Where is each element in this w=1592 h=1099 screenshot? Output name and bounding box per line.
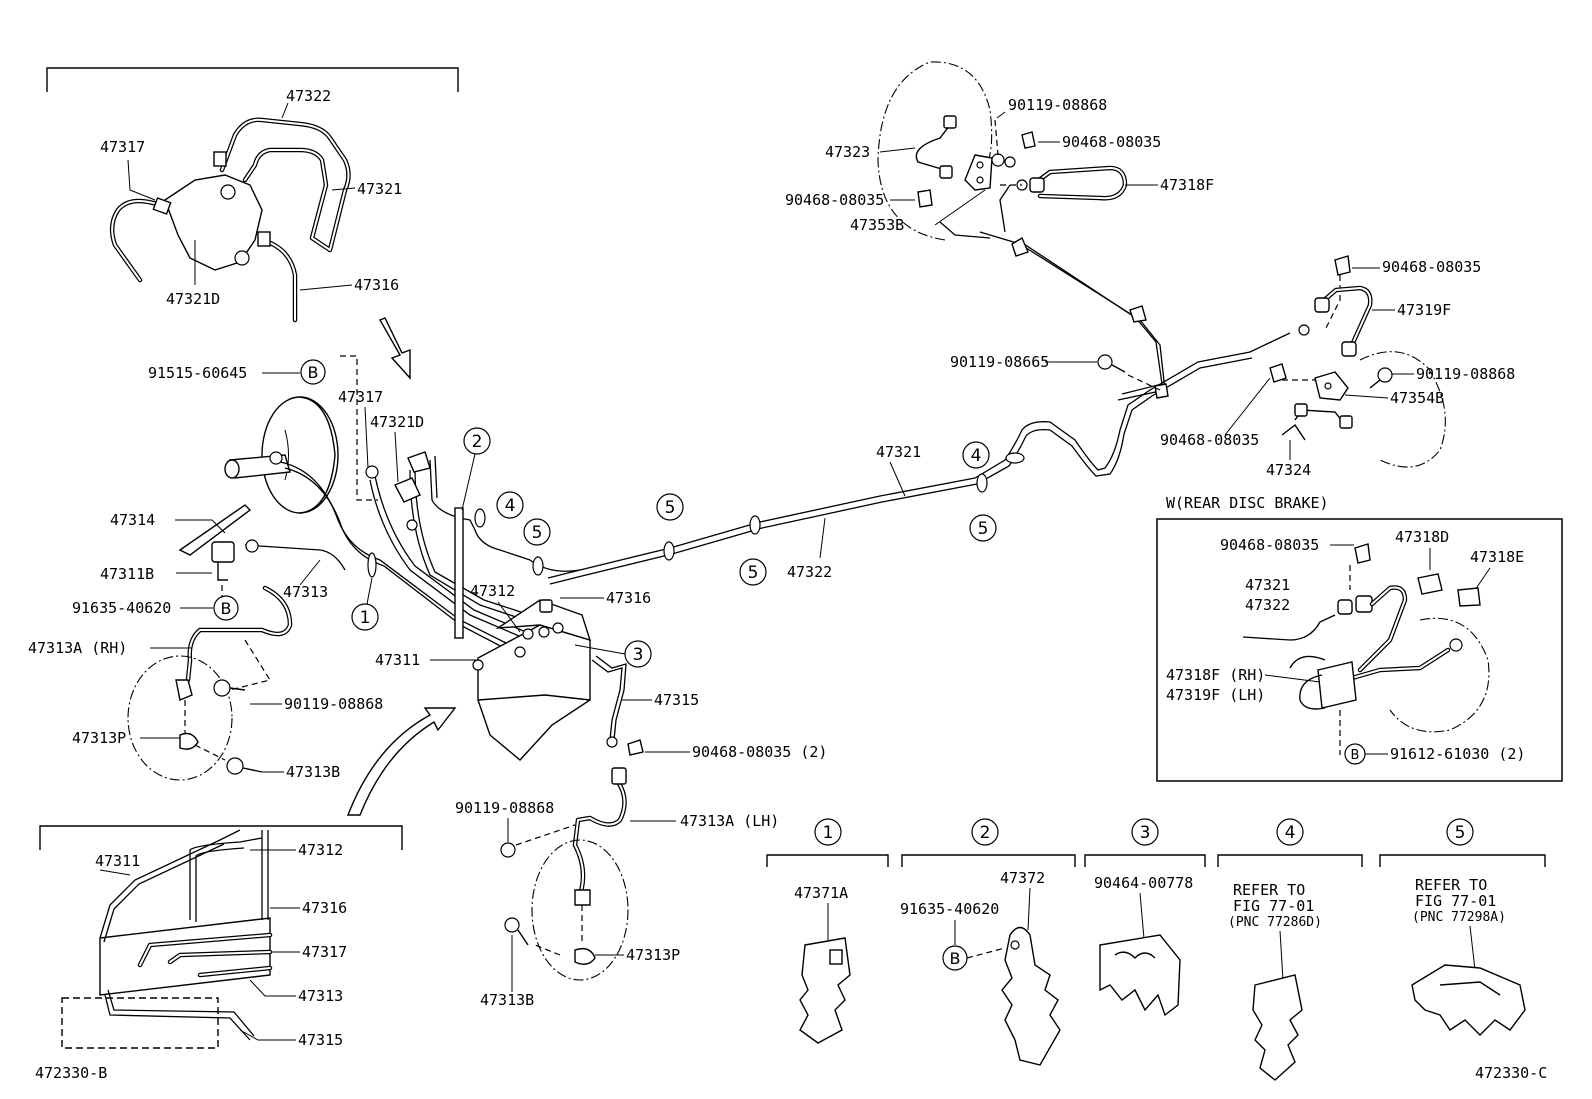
label-47321-top: 47321	[357, 180, 402, 198]
marker-b-1: B	[308, 363, 319, 382]
legend-marker-3: 3	[1140, 823, 1151, 843]
rear-disc-title: W(REAR DISC BRAKE)	[1166, 494, 1329, 512]
label-47317-mid: 47317	[338, 388, 383, 406]
label-47353B: 47353B	[850, 216, 904, 234]
marker-3-front: 3	[633, 645, 644, 665]
label-47321-main: 47321	[876, 443, 921, 461]
lines-inset: 47311 47312 47316 47317 47313 47315	[39, 825, 403, 1049]
label-90119-r2: 90119-08868	[1416, 365, 1515, 383]
label-47319F: 47319F	[1397, 301, 1451, 319]
lh-front-hose: 47313A (LH) 90119-08868 47313P 47313B	[455, 767, 779, 1009]
valve-assembly-inset: 47322 47317 47321 47321D 47316	[46, 67, 459, 323]
label-90468-r2: 90468-08035	[1160, 431, 1259, 449]
label-47311B: 47311B	[100, 565, 154, 583]
label-47317-inset: 47317	[302, 943, 347, 961]
marker-b-2: B	[221, 599, 232, 618]
label-47312-inset: 47312	[298, 841, 343, 859]
label-47323: 47323	[825, 143, 870, 161]
clamp3-label: 90464-00778	[1094, 874, 1193, 892]
label-47313: 47313	[283, 583, 328, 601]
marker-5-rear-c: 5	[978, 519, 989, 539]
label-47313B-left: 47313B	[286, 763, 340, 781]
w-label-90468: 90468-08035	[1220, 536, 1319, 554]
legend-marker-4: 4	[1285, 823, 1296, 843]
label-47312-mid: 47312	[470, 582, 515, 600]
label-47313B-low: 47313B	[480, 991, 534, 1009]
marker-5-front: 5	[532, 523, 543, 543]
label-47317-top: 47317	[100, 138, 145, 156]
marker-2-front: 2	[472, 432, 483, 452]
marker-1-front: 1	[360, 608, 371, 628]
legend-marker-1: 1	[823, 823, 834, 843]
label-90119-low: 90119-08868	[455, 799, 554, 817]
pointer-arrow-1	[378, 317, 411, 380]
label-47318F: 47318F	[1160, 176, 1214, 194]
label-47316-top: 47316	[354, 276, 399, 294]
clamp4-ref2: FIG 77-01	[1233, 897, 1314, 915]
marker-b-4: B	[950, 949, 961, 968]
rear-brake-lines: 5 5 5 4 47321 47322 90119-08665	[547, 184, 1291, 586]
label-47321D-mid: 47321D	[370, 413, 424, 431]
figure-code-right: 472330-C	[1475, 1064, 1547, 1082]
w-label-47318F: 47318F (RH)	[1166, 666, 1265, 684]
clamp5-ref3: (PNC 77298A)	[1412, 910, 1506, 925]
w-label-91612: 91612-61030 (2)	[1390, 745, 1525, 763]
label-47313-inset: 47313	[298, 987, 343, 1005]
marker-b-3: B	[1351, 748, 1360, 763]
marker-5-rear-b: 5	[748, 563, 759, 583]
label-91635-mid: 91635-40620	[72, 599, 171, 617]
figure-code-left: 472330-B	[35, 1064, 107, 1082]
legend-marker-2: 2	[980, 823, 991, 843]
clamp4-ref1: REFER TO	[1233, 881, 1305, 899]
label-90119-left: 90119-08868	[284, 695, 383, 713]
label-47314: 47314	[110, 511, 155, 529]
label-90468-tr1: 90468-08035	[1062, 133, 1161, 151]
rear-disc-inset: W(REAR DISC BRAKE) 90468-08035 47318D 47…	[1156, 494, 1563, 782]
label-90468-r1: 90468-08035	[1382, 258, 1481, 276]
label-47354B: 47354B	[1390, 389, 1444, 407]
w-label-47322: 47322	[1245, 596, 1290, 614]
w-label-47318E: 47318E	[1470, 548, 1524, 566]
label-47313A-LH: 47313A (LH)	[680, 812, 779, 830]
label-47324: 47324	[1266, 461, 1311, 479]
legend-marker-5: 5	[1455, 823, 1466, 843]
label-47321D-top: 47321D	[166, 290, 220, 308]
label-90119-tr1: 90119-08868	[1008, 96, 1107, 114]
label-90119-08665: 90119-08665	[950, 353, 1049, 371]
clamp1-label: 47371A	[794, 884, 848, 902]
w-label-47319F: 47319F (LH)	[1166, 686, 1265, 704]
rear-right-upper: 90119-08868 90468-08035 47323 90468-0803…	[785, 61, 1214, 241]
clamp5-ref2: FIG 77-01	[1415, 892, 1496, 910]
clamp2-label: 47372	[1000, 869, 1045, 887]
label-47322-main: 47322	[787, 563, 832, 581]
label-90468-tr2: 90468-08035	[785, 191, 884, 209]
label-47311-mid: 47311	[375, 651, 420, 669]
label-90468-2: 90468-08035 (2)	[692, 743, 827, 761]
label-47322-top: 47322	[286, 87, 331, 105]
label-47316-mid: 47316	[606, 589, 651, 607]
marker-4-front: 4	[505, 496, 516, 516]
clamp4-ref3: (PNC 77286D)	[1228, 915, 1322, 930]
label-47313P-low: 47313P	[626, 946, 680, 964]
w-label-47321: 47321	[1245, 576, 1290, 594]
label-47313P-left: 47313P	[72, 729, 126, 747]
label-47313A-RH: 47313A (RH)	[28, 639, 127, 657]
label-47315-mid: 47315	[654, 691, 699, 709]
label-91515: 91515-60645	[148, 364, 247, 382]
front-brake-lines: B 91515-60645 1 2 4 5	[28, 355, 827, 816]
w-label-47318D: 47318D	[1395, 528, 1449, 546]
clamp5-ref1: REFER TO	[1415, 876, 1487, 894]
label-47315-inset: 47315	[298, 1031, 343, 1049]
clamp2-bolt-label: 91635-40620	[900, 900, 999, 918]
marker-4-rear: 4	[971, 446, 982, 466]
clamp-legend: 1 2 3 4 5 47371A 47372 91635-40620 B 904…	[766, 818, 1546, 1081]
marker-5-rear-a: 5	[665, 498, 676, 518]
label-47316-inset: 47316	[302, 899, 347, 917]
rear-right-lower: 90468-08035 47319F 90119-08868 47354B 90…	[1160, 255, 1515, 479]
label-47311-inset: 47311	[95, 852, 140, 870]
